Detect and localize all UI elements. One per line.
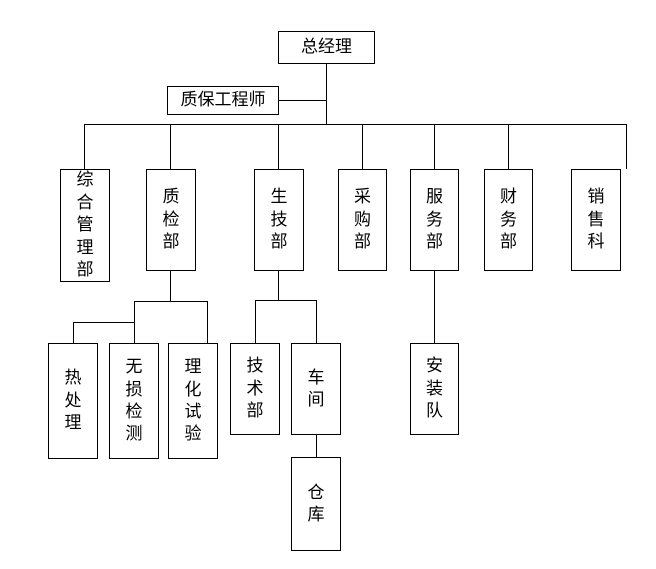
node-workshop-label: 车 间	[307, 367, 325, 410]
connector-drop-comprehensive	[84, 124, 85, 169]
node-workshop[interactable]: 车 间	[291, 343, 341, 435]
connector-drop-physical-chemical	[207, 301, 208, 343]
node-installation-team-label: 安 装 队	[426, 356, 443, 422]
connector-main-bus	[84, 124, 626, 125]
connector-workshop-to-warehouse	[316, 435, 317, 458]
node-quality-inspection-dept[interactable]: 质 检 部	[146, 169, 196, 271]
node-purchasing-dept-label: 采 购 部	[354, 187, 371, 253]
node-general-manager[interactable]: 总经理	[278, 31, 375, 64]
node-non-destructive-testing-label: 无 损 检 测	[125, 357, 143, 445]
connector-drop-finance	[508, 124, 509, 169]
connector-drop-production-technology	[278, 124, 279, 169]
node-warehouse-label: 仓 库	[307, 482, 325, 525]
connector-pt-bus	[255, 300, 317, 301]
connector-drop-service	[434, 124, 435, 169]
node-installation-team[interactable]: 安 装 队	[410, 343, 459, 435]
node-non-destructive-testing[interactable]: 无 损 检 测	[109, 343, 159, 459]
connector-pt-stem	[278, 270, 279, 301]
node-production-technology-dept-label: 生 技 部	[270, 187, 288, 253]
node-warehouse[interactable]: 仓 库	[291, 457, 341, 551]
connector-gm-stem	[326, 63, 327, 124]
node-technical-dept[interactable]: 技 术 部	[230, 343, 280, 435]
node-purchasing-dept[interactable]: 采 购 部	[338, 169, 387, 271]
connector-drop-quality-inspection	[170, 124, 171, 169]
connector-drop-heat-treatment	[73, 322, 74, 343]
node-comprehensive-management-dept[interactable]: 综 合 管 理 部	[60, 169, 110, 282]
connector-drop-purchasing	[362, 124, 363, 169]
node-finance-dept-label: 财 务 部	[500, 187, 517, 253]
node-quality-assurance-engineer[interactable]: 质保工程师	[167, 86, 279, 115]
connector-qa-engineer-tie	[279, 100, 327, 101]
connector-qi-bus-left	[73, 322, 135, 323]
node-service-dept-label: 服 务 部	[426, 187, 443, 253]
connector-qi-stem	[170, 270, 171, 302]
node-finance-dept[interactable]: 财 务 部	[484, 169, 533, 271]
node-quality-assurance-engineer-label: 质保工程师	[180, 90, 266, 111]
node-sales-section-label: 销 售 科	[587, 187, 605, 253]
node-heat-treatment[interactable]: 热 处 理	[48, 343, 98, 459]
node-physical-chemical-test[interactable]: 理 化 试 验	[168, 343, 218, 459]
node-general-manager-label: 总经理	[301, 37, 352, 58]
node-sales-section[interactable]: 销 售 科	[571, 169, 621, 271]
node-comprehensive-management-dept-label: 综 合 管 理 部	[76, 170, 94, 281]
node-service-dept[interactable]: 服 务 部	[410, 169, 459, 271]
connector-service-to-installation	[434, 270, 435, 343]
connector-drop-ndt	[134, 301, 135, 343]
connector-drop-technical	[255, 300, 256, 343]
node-technical-dept-label: 技 术 部	[246, 356, 264, 422]
node-production-technology-dept[interactable]: 生 技 部	[254, 169, 304, 271]
node-physical-chemical-test-label: 理 化 试 验	[184, 357, 202, 445]
connector-drop-sales	[626, 124, 627, 169]
connector-qi-bus-right	[134, 301, 207, 302]
node-quality-inspection-dept-label: 质 检 部	[162, 187, 180, 253]
node-heat-treatment-label: 热 处 理	[64, 368, 82, 434]
connector-drop-workshop	[316, 300, 317, 343]
